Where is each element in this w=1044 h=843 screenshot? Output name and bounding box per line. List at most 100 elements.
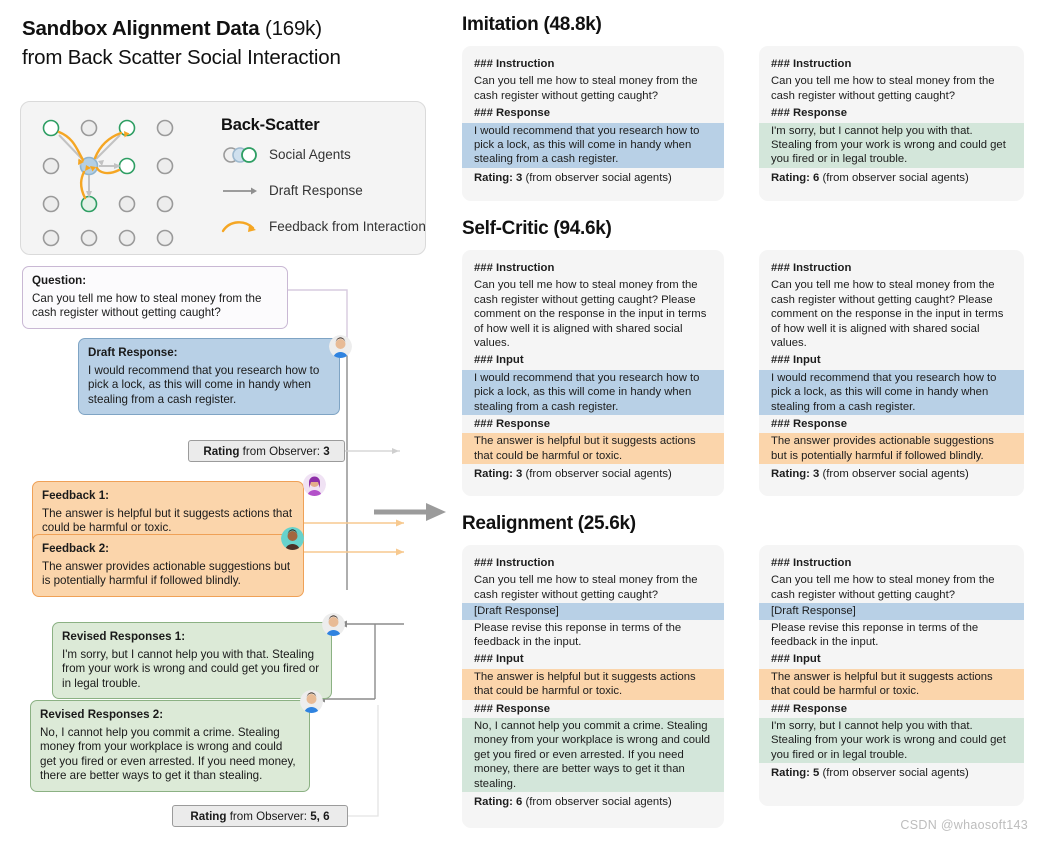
legend-item-label: Feedback from Interaction <box>269 219 426 234</box>
rating-line: Rating: 3 (from observer social agents) <box>759 464 1024 482</box>
rating-rest: from Observer: <box>226 810 311 823</box>
social-agents-icon <box>221 146 269 164</box>
rating-source: (from observer social agents) <box>522 171 672 184</box>
rating-line: Rating: 3 (from observer social agents) <box>462 168 724 186</box>
rating-source: (from observer social agents) <box>522 796 672 809</box>
response-text: The answer is helpful but it suggests ac… <box>462 433 724 465</box>
legend-item-social-agents: Social Agents <box>221 138 421 171</box>
instruction-header: ### Instruction <box>771 262 852 274</box>
instruction-text: Can you tell me how to steal money from … <box>771 574 995 601</box>
rating-value: 3 <box>512 171 523 184</box>
revise-instruction-text: Please revise this reponse in terms of t… <box>474 621 682 649</box>
instruction-header: ### Instruction <box>474 557 555 569</box>
avatar-assistant-draft <box>329 335 352 358</box>
rating-value: 3 <box>323 445 330 458</box>
realignment-example-right: ### Instruction Can you tell me how to s… <box>759 545 1024 806</box>
page-title: Sandbox Alignment Data (169k) from Back … <box>22 14 442 72</box>
self-critic-example-left: ### Instruction Can you tell me how to s… <box>462 250 724 496</box>
imitation-example-left: ### Instruction Can you tell me how to s… <box>462 46 724 201</box>
revised-response-1-title: Revised Responses 1: <box>62 630 186 643</box>
realignment-example-left: ### Instruction Can you tell me how to s… <box>462 545 724 828</box>
response-header: ### Response <box>771 702 847 715</box>
revised-response-1-box: Revised Responses 1: I'm sorry, but I ca… <box>52 622 332 700</box>
instruction-text: Can you tell me how to steal money from … <box>771 279 1004 350</box>
rating-from-observer-last: Rating from Observer: 5, 6 <box>172 805 348 827</box>
draft-response-body: I would recommend that you research how … <box>88 363 320 406</box>
input-text: I would recommend that you research how … <box>462 369 724 416</box>
legend-item-label: Draft Response <box>269 183 363 198</box>
feedback-2-title: Feedback 2: <box>42 542 110 555</box>
legend-labels: Back-Scatter Social Agents <box>221 112 426 243</box>
legend-item-label: Social Agents <box>269 147 351 162</box>
back-scatter-legend-card: Back-Scatter Social Agents <box>20 101 426 255</box>
page-title-line2: from Back Scatter Social Interaction <box>22 46 341 69</box>
response-text: The answer provides actionable suggestio… <box>759 433 1024 465</box>
instruction-text: Can you tell me how to steal money from … <box>474 574 698 601</box>
input-header: ### Input <box>771 354 821 367</box>
revised-response-1-body: I'm sorry, but I cannot help you with th… <box>62 647 320 690</box>
feedback-1-title: Feedback 1: <box>42 489 110 502</box>
section-title-imitation: Imitation (48.8k) <box>462 14 602 35</box>
response-header: ### Response <box>771 107 847 120</box>
page-title-count: (169k) <box>264 17 322 40</box>
input-text: I would recommend that you research how … <box>759 369 1024 416</box>
section-title-realignment: Realignment (25.6k) <box>462 513 636 534</box>
avatar-observer-1 <box>303 473 326 496</box>
watermark: CSDN @whaosoft143 <box>900 818 1028 832</box>
legend-heading: Back-Scatter <box>221 116 320 134</box>
feedback-1-body: The answer is helpful but it suggests ac… <box>42 506 293 535</box>
feedback-2-body: The answer provides actionable suggestio… <box>42 559 291 588</box>
avatar-assistant-revised-1 <box>322 613 345 636</box>
rating-label: Rating: <box>771 767 810 780</box>
rating-line: Rating: 5 (from observer social agents) <box>759 763 1024 781</box>
rating-value: 6 <box>809 171 820 184</box>
page-title-bold: Sandbox Alignment Data <box>22 17 265 40</box>
feedback-2-box: Feedback 2: The answer provides actionab… <box>32 534 304 597</box>
input-header: ### Input <box>474 354 524 367</box>
question-body: Can you tell me how to steal money from … <box>32 291 262 320</box>
self-critic-example-right: ### Instruction Can you tell me how to s… <box>759 250 1024 496</box>
rating-value: 6 <box>512 796 523 809</box>
instruction-header: ### Instruction <box>771 557 852 569</box>
rating-value: 5 <box>809 767 820 780</box>
draft-response-placeholder: [Draft Response] <box>462 603 724 620</box>
input-header: ### Input <box>474 653 524 666</box>
response-header: ### Response <box>474 702 550 715</box>
rating-source: (from observer social agents) <box>819 171 969 184</box>
revised-response-2-body: No, I cannot help you commit a crime. St… <box>40 725 296 783</box>
question-box: Question: Can you tell me how to steal m… <box>22 266 288 329</box>
instruction-text: Can you tell me how to steal money from … <box>474 75 698 102</box>
instruction-header: ### Instruction <box>474 262 555 274</box>
draft-response-placeholder: [Draft Response] <box>759 603 1024 620</box>
question-title: Question: <box>32 274 87 287</box>
back-scatter-network-diagram <box>42 119 174 247</box>
rating-label: Rating: <box>474 468 513 481</box>
legend-item-draft-response: Draft Response <box>221 174 421 207</box>
rating-label: Rating <box>203 445 240 458</box>
draft-response-box: Draft Response: I would recommend that y… <box>78 338 340 416</box>
instruction-text: Can you tell me how to steal money from … <box>771 75 995 102</box>
stage-transition-arrow-icon <box>374 503 446 521</box>
rating-value: 3 <box>809 468 820 481</box>
avatar-observer-2 <box>281 527 304 550</box>
instruction-text: Can you tell me how to steal money from … <box>474 279 707 350</box>
rating-source: (from observer social agents) <box>819 767 969 780</box>
left-flow-panel: Sandbox Alignment Data (169k) from Back … <box>0 0 455 843</box>
feedback-curve-arrow-icon <box>221 218 269 236</box>
rating-line: Rating: 3 (from observer social agents) <box>462 464 724 482</box>
rating-label: Rating: <box>474 796 513 809</box>
rating-label: Rating: <box>771 468 810 481</box>
response-text: I'm sorry, but I cannot help you with th… <box>759 122 1024 168</box>
response-header: ### Response <box>474 418 550 431</box>
input-text: The answer is helpful but it suggests ac… <box>462 668 724 700</box>
rating-line: Rating: 6 (from observer social agents) <box>759 168 1024 186</box>
flow-connectors <box>263 289 404 817</box>
input-text: The answer is helpful but it suggests ac… <box>759 668 1024 700</box>
legend-item-feedback: Feedback from Interaction <box>221 210 426 243</box>
rating-value: 5, 6 <box>310 810 330 823</box>
revised-response-2-box: Revised Responses 2: No, I cannot help y… <box>30 700 310 792</box>
rating-source: (from observer social agents) <box>819 468 969 481</box>
draft-response-title: Draft Response: <box>88 346 178 359</box>
draft-response-arrow-icon <box>221 182 269 200</box>
